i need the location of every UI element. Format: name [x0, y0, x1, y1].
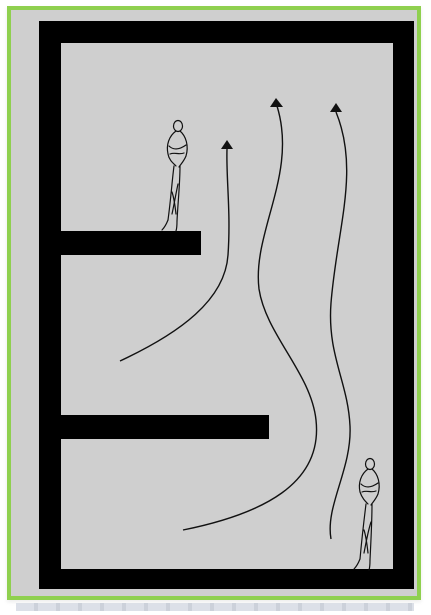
inner-space: [61, 43, 393, 569]
bottom-wall: [39, 569, 414, 589]
lower-platform: [61, 415, 269, 439]
right-wall: [393, 21, 414, 589]
top-wall: [39, 21, 414, 43]
upper-platform: [61, 231, 201, 255]
left-wall: [39, 21, 61, 589]
